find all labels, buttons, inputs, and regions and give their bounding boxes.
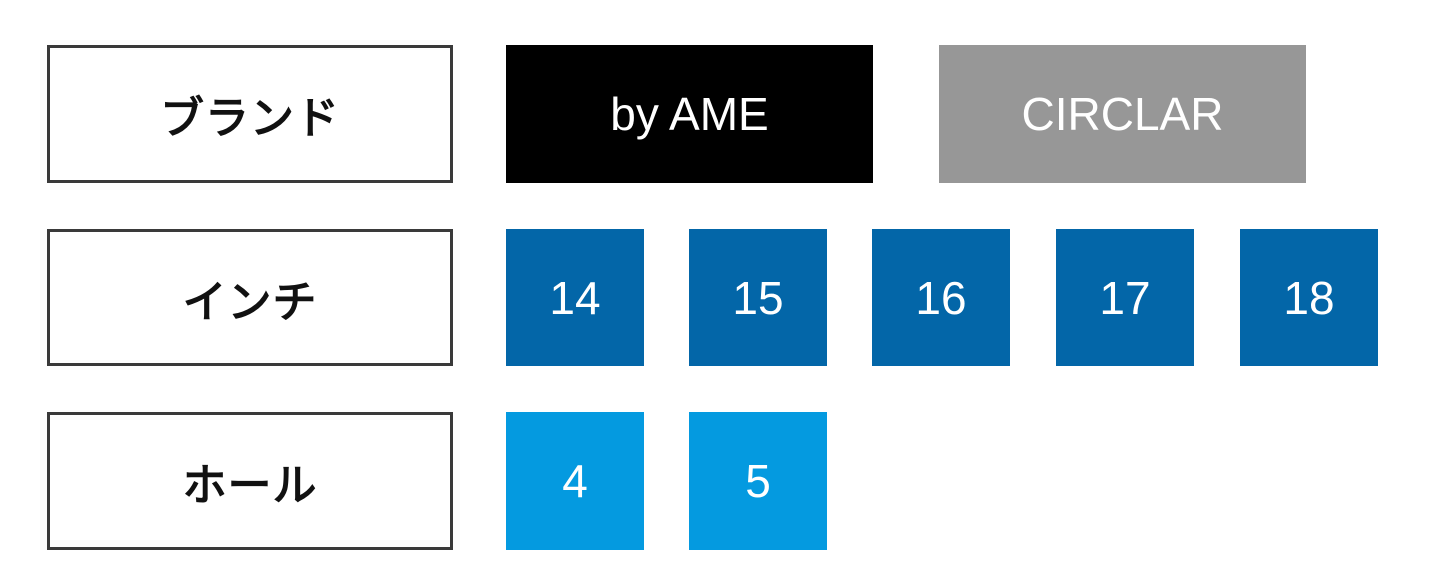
inch-label: インチ	[47, 229, 453, 366]
inch-option-15[interactable]: 15	[689, 229, 827, 366]
brand-label: ブランド	[47, 45, 453, 183]
inch-option-18[interactable]: 18	[1240, 229, 1378, 366]
brand-option-circlar[interactable]: CIRCLAR	[939, 45, 1306, 183]
inch-option-17[interactable]: 17	[1056, 229, 1194, 366]
brand-option-by-ame[interactable]: by AME	[506, 45, 873, 183]
hole-option-4[interactable]: 4	[506, 412, 644, 550]
hole-option-5[interactable]: 5	[689, 412, 827, 550]
inch-option-16[interactable]: 16	[872, 229, 1010, 366]
hole-label: ホール	[47, 412, 453, 550]
inch-option-14[interactable]: 14	[506, 229, 644, 366]
